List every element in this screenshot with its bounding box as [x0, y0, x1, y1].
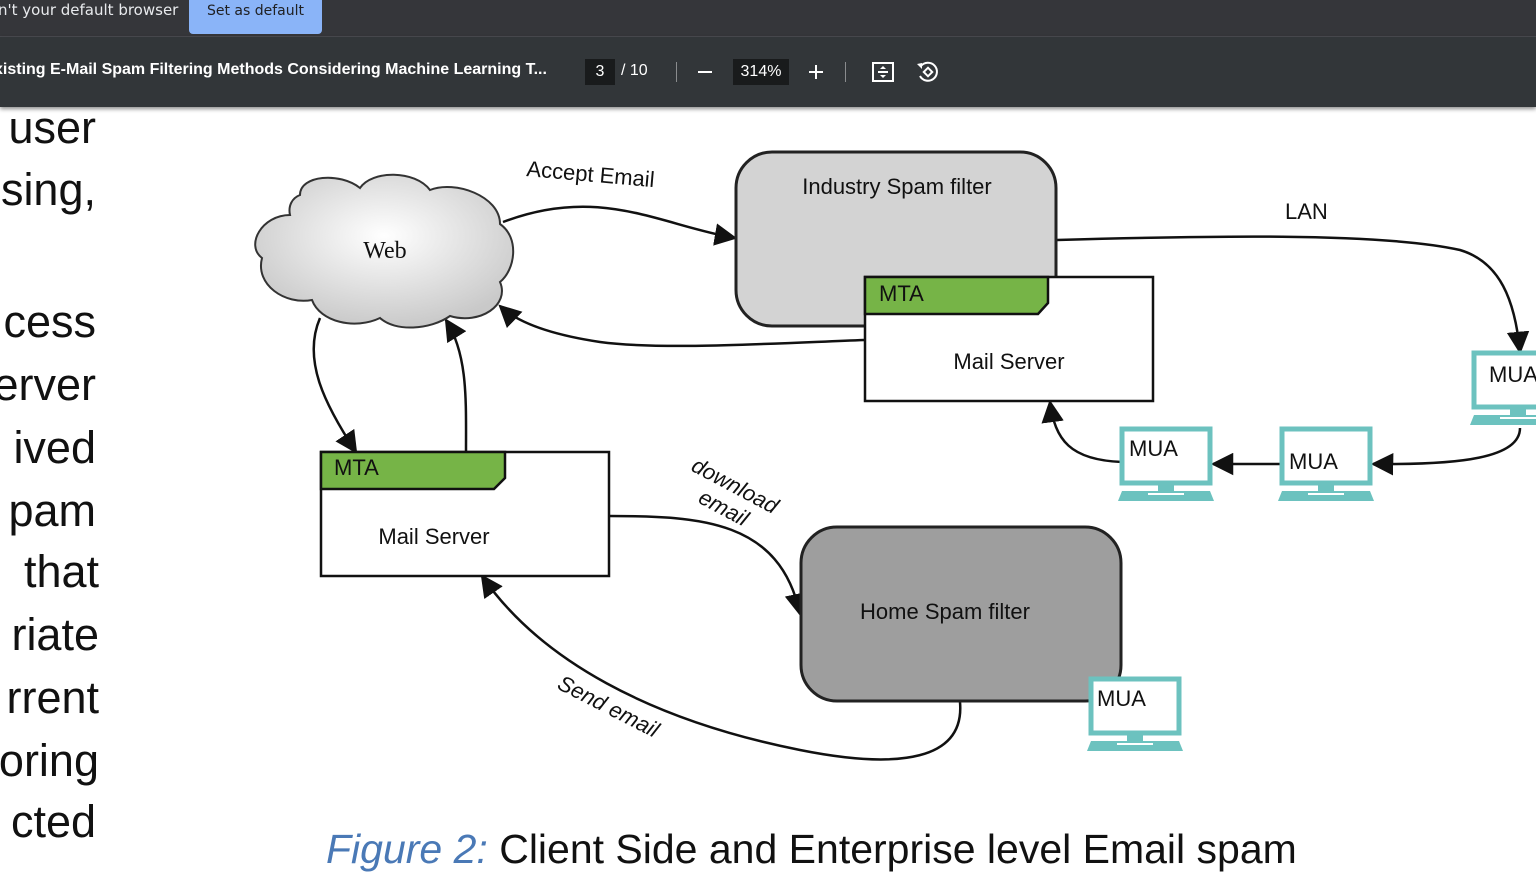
body-text-line: oring	[0, 735, 99, 786]
edge-web-to-mta	[312, 317, 358, 454]
body-text-line: ived	[13, 422, 96, 473]
body-text-column: user sing, cess erver ived pam that riat…	[0, 107, 110, 864]
edge-mua-right-to-mid2	[1370, 427, 1522, 476]
body-text-line: that	[23, 546, 99, 597]
edge-mua-to-mail-server	[1041, 399, 1123, 464]
web-label: Web	[363, 238, 406, 264]
zoom-out-icon[interactable]	[690, 57, 720, 87]
edge-server-to-web	[498, 304, 865, 348]
mua-home-node: MUA	[1087, 679, 1183, 751]
body-text-line: cted	[10, 796, 96, 847]
home-spam-filter-label: Home Spam filter	[860, 599, 1030, 624]
mua-right-node: MUA	[1470, 353, 1536, 425]
body-text-line: user	[8, 107, 96, 153]
edge-accept-email	[502, 205, 738, 246]
mua-mid2-label: MUA	[1289, 449, 1338, 474]
page-total: / 10	[621, 62, 648, 79]
figure-caption: Figure 2: Client Side and Enterprise lev…	[326, 826, 1297, 873]
zoom-in-icon[interactable]	[801, 57, 831, 87]
toolbar-divider	[845, 62, 846, 82]
mta-left-tag	[319, 450, 507, 491]
mail-server-left-node: MTA Mail Server	[319, 450, 611, 578]
lan-label: LAN	[1285, 199, 1328, 224]
body-text-line: riate	[11, 609, 99, 660]
home-spam-filter-node: Home Spam filter	[799, 525, 1123, 703]
page-number-input[interactable]: 3	[585, 59, 615, 85]
mua-right-label: MUA	[1489, 362, 1536, 387]
mua-home-label: MUA	[1097, 686, 1146, 711]
figure-caption-text: Client Side and Enterprise level Email s…	[487, 826, 1297, 872]
body-text-line: pam	[8, 485, 96, 536]
infobar-message: n't your default browser	[0, 1, 179, 19]
pdf-toolbar: xisting E-Mail Spam Filtering Methods Co…	[0, 37, 1536, 107]
body-text-line: cess	[3, 296, 96, 347]
edge-lan	[1056, 235, 1530, 355]
rotate-icon[interactable]	[913, 57, 943, 87]
body-text-line: rrent	[6, 672, 99, 723]
default-browser-infobar: n't your default browser Set as default	[0, 0, 1536, 37]
body-text-line: sing,	[0, 164, 96, 215]
send-email-label: Send email	[554, 670, 664, 743]
edge-mta-to-web	[444, 318, 468, 453]
set-as-default-button[interactable]: Set as default	[189, 0, 322, 34]
mail-server-left-label: Mail Server	[378, 524, 489, 549]
mua-mid1-node: MUA	[1118, 429, 1214, 501]
toolbar-divider	[676, 62, 677, 82]
mail-server-top-node: MTA Mail Server	[863, 275, 1155, 403]
mail-server-top-label: Mail Server	[953, 349, 1064, 374]
figure-caption-lead: Figure 2:	[326, 826, 488, 872]
document-title: xisting E-Mail Spam Filtering Methods Co…	[0, 61, 547, 78]
mta-top-label: MTA	[879, 281, 924, 306]
fit-page-icon[interactable]	[868, 57, 898, 87]
mta-left-label: MTA	[334, 455, 379, 480]
mta-top-tag	[863, 275, 1050, 316]
industry-spam-filter-label: Industry Spam filter	[802, 174, 992, 199]
accept-email-label: Accept Email	[526, 156, 656, 192]
edge-download-email	[608, 514, 807, 617]
mua-mid1-label: MUA	[1129, 436, 1178, 461]
mua-mid2-node: MUA	[1278, 429, 1374, 501]
edge-send-email	[480, 574, 962, 761]
web-cloud: Web	[254, 173, 515, 329]
body-text-line: erver	[0, 359, 96, 410]
zoom-level-input[interactable]: 314%	[733, 59, 789, 85]
